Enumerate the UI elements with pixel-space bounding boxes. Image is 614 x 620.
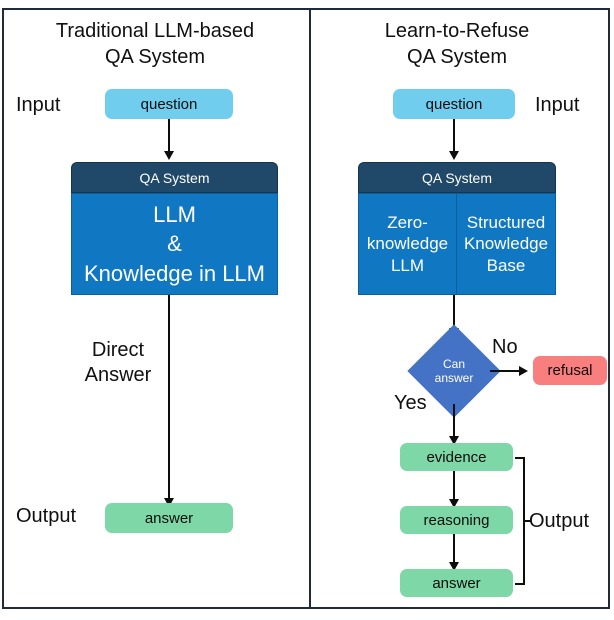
- right-connector-qa-to-decision: [453, 295, 455, 330]
- left-connector-question-to-qa: [168, 119, 170, 152]
- right-decision-label: Can answer: [434, 356, 474, 385]
- right-arrowhead-decision-to-refusal: [519, 366, 528, 376]
- right-arrowhead-decision-to-evidence: [449, 436, 459, 445]
- left-output-label: Output: [16, 505, 77, 527]
- left-panel-title: Traditional LLM-based QA System: [55, 20, 255, 69]
- panel-divider: [309, 8, 311, 609]
- right-connector-reasoning-to-answer: [453, 534, 455, 565]
- right-evidence-box[interactable]: evidence: [400, 443, 513, 471]
- right-qa-column-zero-knowledge-llm: Zero- knowledge LLM: [359, 194, 457, 294]
- right-branch-label-no: No: [492, 336, 518, 358]
- right-qa-system-box: QA System Zero- knowledge LLM Structured…: [358, 162, 556, 295]
- right-arrowhead-reasoning-to-answer: [449, 562, 459, 571]
- right-output-bracket-nub: [523, 520, 531, 522]
- right-refusal-box[interactable]: refusal: [533, 356, 607, 385]
- right-panel-title: Learn-to-Refuse QA System: [384, 20, 530, 69]
- right-answer-box[interactable]: answer: [400, 569, 513, 597]
- left-qa-system-box: QA System LLM & Knowledge in LLM: [71, 162, 278, 295]
- right-decision-diamond[interactable]: Can answer: [407, 324, 501, 418]
- left-qa-system-header: QA System: [71, 162, 278, 193]
- right-connector-evidence-to-reasoning: [453, 471, 455, 502]
- right-connector-decision-to-refusal: [490, 370, 521, 372]
- right-qa-system-header: QA System: [358, 162, 556, 193]
- right-connector-question-to-qa: [453, 119, 455, 152]
- left-edge-label-direct-answer: Direct Answer: [84, 339, 152, 386]
- left-connector-qa-to-answer: [168, 295, 170, 500]
- right-reasoning-box[interactable]: reasoning: [400, 506, 513, 534]
- right-qa-system-body: Zero- knowledge LLM Structured Knowledge…: [358, 193, 556, 295]
- right-qa-column-structured-knowledge-base: Structured Knowledge Base: [463, 212, 549, 275]
- right-connector-decision-to-evidence: [453, 404, 455, 440]
- left-qa-system-body: LLM & Knowledge in LLM: [71, 193, 278, 295]
- left-arrowhead-qa-to-answer: [164, 498, 174, 507]
- right-arrowhead-evidence-to-reasoning: [449, 499, 459, 508]
- left-arrowhead-question-to-qa: [164, 151, 174, 160]
- right-input-label: Input: [535, 94, 580, 116]
- left-input-label: Input: [16, 94, 61, 116]
- right-output-label: Output: [529, 510, 590, 532]
- right-question-box[interactable]: question: [393, 89, 515, 119]
- right-branch-label-yes: Yes: [394, 392, 427, 414]
- right-arrowhead-question-to-qa: [449, 151, 459, 160]
- left-answer-box[interactable]: answer: [105, 503, 233, 533]
- left-question-box[interactable]: question: [105, 89, 233, 119]
